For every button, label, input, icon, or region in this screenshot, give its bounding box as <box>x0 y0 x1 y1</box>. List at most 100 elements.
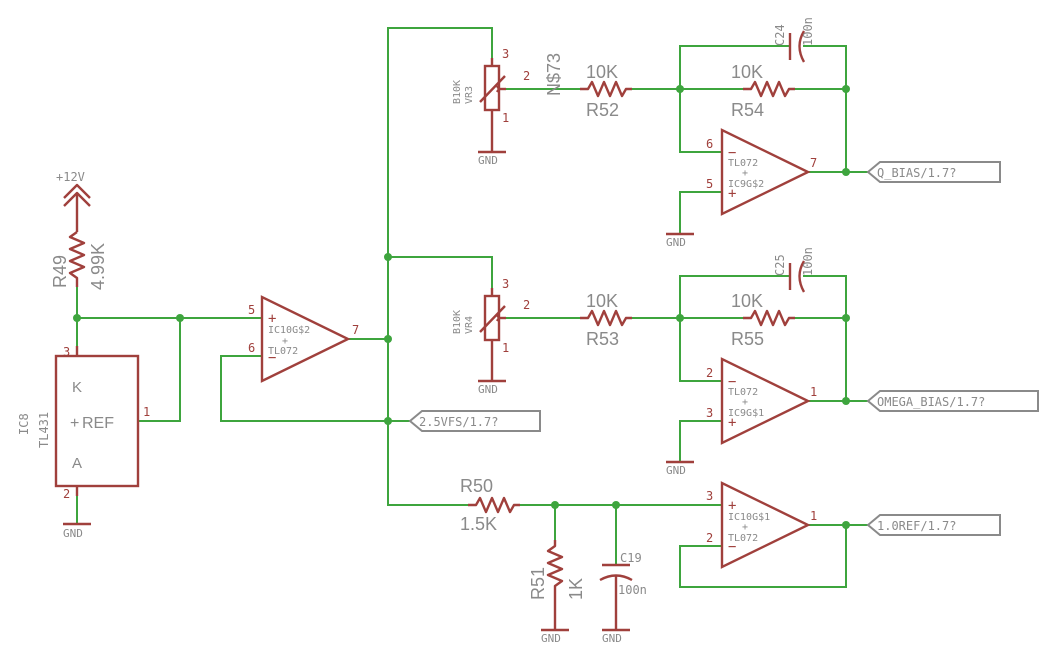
r49-value: 4.99K <box>88 243 108 290</box>
resistor-r51: R51 1K GND <box>528 540 586 645</box>
ic10g2-pin7: 7 <box>352 323 359 337</box>
opamp-ic9g2: − + TL072 + IC9G$2 6 5 7 GND <box>666 128 817 249</box>
r50-name: R50 <box>460 476 493 496</box>
resistor-r52: 10K R52 <box>580 62 632 120</box>
label-omega-bias: OMEGA_BIAS/1.7? <box>866 390 1039 412</box>
ic8-pin-a: A <box>72 455 82 472</box>
ic8-pin3: 3 <box>63 345 70 359</box>
vr4-gnd: GND <box>478 383 498 396</box>
r55-value: 10K <box>731 291 763 311</box>
resistor-r55: 10K R55 <box>731 291 795 349</box>
opamp-ic10g2: + − IC10G$2 + TL072 5 6 7 <box>248 295 359 383</box>
ic8-gnd: GND <box>63 522 91 540</box>
ref-text: 1.0REF/1.7? <box>877 519 956 533</box>
vr4-pin3: 3 <box>502 277 509 291</box>
resistor-r49: R49 4.99K <box>50 231 108 290</box>
resistor-r54: 10K R54 <box>731 62 795 120</box>
ic9g2-minus: − <box>728 145 736 161</box>
ic8-pin-ref: REF <box>82 415 114 432</box>
vr3-pin1: 1 <box>502 111 509 125</box>
capacitor-c19: C19 100n GND <box>599 551 647 645</box>
r51-value: 1K <box>566 578 586 600</box>
vr3-pin3: 3 <box>502 47 509 61</box>
r53-value: 10K <box>586 291 618 311</box>
ic10g2-plus-mark: + <box>282 336 288 347</box>
vr4-pin2: 2 <box>523 298 530 312</box>
capacitor-c24: C24 100n <box>773 17 815 63</box>
q-bias-text: Q_BIAS/1.7? <box>877 166 956 180</box>
ic10g2-pin5: 5 <box>248 303 255 317</box>
ic10g1-name: IC10G$1 <box>728 512 770 523</box>
c25-value: 100n <box>801 247 815 276</box>
ic9g1-gnd: GND <box>666 464 686 477</box>
r52-name: R52 <box>586 100 619 120</box>
ic9g2-pin6: 6 <box>706 137 713 151</box>
ic9g1-pin1: 1 <box>810 385 817 399</box>
vr3-gnd: GND <box>478 154 498 167</box>
resistor-r53: 10K R53 <box>580 291 632 349</box>
label-q-bias: Q_BIAS/1.7? <box>866 161 1001 183</box>
ic9g1-pin2: 2 <box>706 366 713 380</box>
r54-name: R54 <box>731 100 764 120</box>
ic10g2-plus: + <box>268 311 276 327</box>
r55-name: R55 <box>731 329 764 349</box>
c19-name: C19 <box>620 551 642 565</box>
ic10g1-plus: + <box>728 498 736 514</box>
vr3-name: VR3 <box>464 86 475 104</box>
label-ref: 1.0REF/1.7? <box>866 514 1001 536</box>
opamp-ic10g1: + − IC10G$1 + TL072 3 2 1 <box>706 481 817 569</box>
r54-value: 10K <box>731 62 763 82</box>
ic9g2-pin7: 7 <box>810 156 817 170</box>
c24-name: C24 <box>773 24 787 46</box>
ic8-pin2: 2 <box>63 487 70 501</box>
ic9g1-pin3: 3 <box>706 406 713 420</box>
ic10g1-minus: − <box>728 539 736 555</box>
ic9g2-gnd: GND <box>666 236 686 249</box>
c19-gnd: GND <box>602 632 622 645</box>
ic9g1-plus: + <box>728 415 736 431</box>
ic10g2-minus: − <box>268 350 276 366</box>
ic10g2-value: TL072 <box>268 346 298 357</box>
ic8-tl431: 3 1 2 K + REF A IC8 TL431 <box>17 345 150 501</box>
ic10g1-value: TL072 <box>728 533 758 544</box>
ic8-pin-k: K <box>72 379 82 396</box>
ic9g1-plus-mark: + <box>742 397 748 408</box>
v12-label: +12V <box>56 170 85 184</box>
ic8-name: IC8 <box>17 413 31 435</box>
vfs-text: 2.5VFS/1.7? <box>419 415 498 429</box>
ic9g2-pin5: 5 <box>706 177 713 191</box>
ic8-value: TL431 <box>37 412 51 448</box>
ic10g1-plus-mark: + <box>742 522 748 533</box>
wires <box>76 27 869 588</box>
ic9g1-value: TL072 <box>728 387 758 398</box>
r51-name: R51 <box>528 567 548 600</box>
c25-name: C25 <box>773 254 787 276</box>
ic10g1-pin2: 2 <box>706 531 713 545</box>
vr4-pin1: 1 <box>502 341 509 355</box>
r49-name: R49 <box>50 255 70 288</box>
resistor-r50: R50 1.5K <box>460 476 520 534</box>
ic10g2-name: IC10G$2 <box>268 325 310 336</box>
ic9g2-plus-mark: + <box>742 168 748 179</box>
capacitor-c25: C25 100n <box>773 247 815 293</box>
c24-value: 100n <box>801 17 815 46</box>
ic9g2-value: TL072 <box>728 158 758 169</box>
vr3-value: B10K <box>452 80 463 104</box>
vr3-pin2: 2 <box>523 69 530 83</box>
junctions <box>73 85 850 529</box>
r51-gnd: GND <box>541 632 561 645</box>
ic9g2-plus: + <box>728 186 736 202</box>
ic8-pin1: 1 <box>143 405 150 419</box>
pot-vr3: 3 2 1 B10K VR3 N$73 GND <box>452 47 564 167</box>
ic8-gnd-text: GND <box>63 527 83 540</box>
label-vfs: 2.5VFS/1.7? <box>408 410 541 432</box>
ic9g2-name: IC9G$2 <box>728 179 764 190</box>
vr4-value: B10K <box>452 310 463 334</box>
ic10g2-pin6: 6 <box>248 341 255 355</box>
r53-name: R53 <box>586 329 619 349</box>
opamp-ic9g1: − + TL072 + IC9G$1 2 3 1 GND <box>666 357 817 477</box>
omega-bias-text: OMEGA_BIAS/1.7? <box>877 395 985 409</box>
ic9g1-name: IC9G$1 <box>728 408 764 419</box>
c19-value: 100n <box>618 583 647 597</box>
